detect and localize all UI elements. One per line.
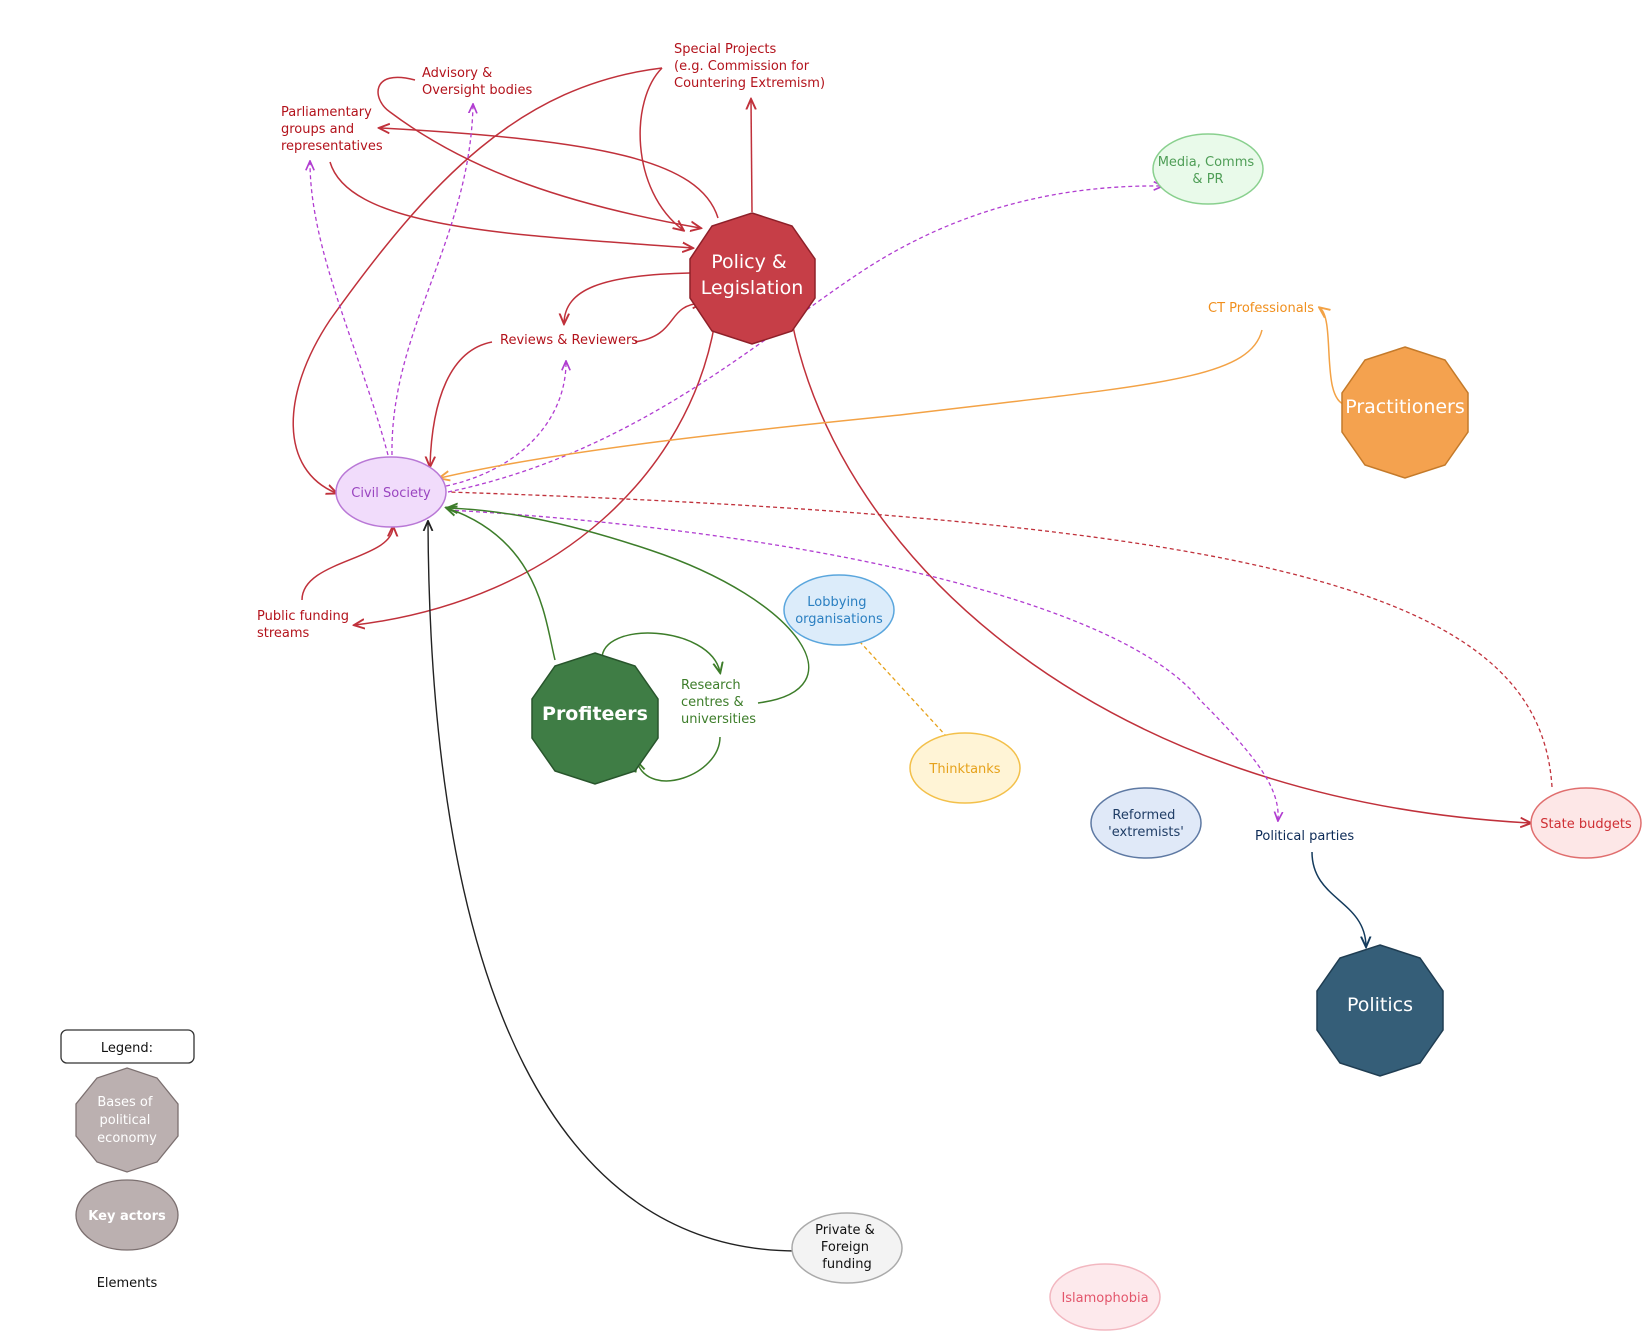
legend-actors-label: Key actors	[88, 1209, 166, 1224]
special-projects-label[interactable]: Special Projects (e.g. Commission for Co…	[674, 42, 825, 91]
edge-public-funding-to-civil-society	[301, 527, 393, 601]
edge-civil-society-to-media	[447, 186, 1162, 493]
edge-special-projects-to-policy	[639, 67, 683, 230]
edge-research-to-profiteers	[637, 736, 721, 782]
edge-research-to-civil-society	[448, 508, 810, 704]
thinktanks-ellipse	[909, 732, 1021, 804]
edge-reviews-to-policy	[634, 303, 702, 343]
practitioners-octagon	[1341, 346, 1469, 479]
media-ellipse	[1152, 133, 1264, 205]
policy-octagon	[689, 212, 816, 345]
private-funding-node[interactable]: Private & Foreign funding	[791, 1212, 903, 1284]
policy-label: Policy & Legislation	[701, 251, 804, 299]
legend-title-box	[60, 1029, 195, 1064]
lobbying-ellipse	[783, 574, 895, 646]
lobbying-label: Lobbying organisations	[795, 595, 883, 627]
edge-profiteers-to-civil-society	[447, 508, 556, 661]
political-parties-label[interactable]: Political parties	[1255, 829, 1354, 844]
practitioners-hub[interactable]: Practitioners	[1341, 346, 1469, 479]
state-budgets-ellipse	[1530, 787, 1642, 859]
reviews-label[interactable]: Reviews & Reviewers	[500, 333, 638, 348]
research-centres-label[interactable]: Research centres & universities	[681, 678, 756, 727]
lobbying-node[interactable]: Lobbying organisations	[783, 574, 895, 646]
politics-octagon	[1316, 944, 1444, 1077]
edges	[292, 67, 1553, 1252]
legend: Legend: Bases of political economy Key a…	[60, 1029, 195, 1291]
edge-parliamentary-to-policy	[329, 161, 692, 248]
state-budgets-node[interactable]: State budgets	[1530, 787, 1642, 859]
edge-profiteers-to-research	[601, 632, 720, 672]
edge-policy-to-special-projects	[751, 100, 752, 213]
thinktanks-label: Thinktanks	[928, 762, 1000, 777]
legend-footer: Elements	[97, 1276, 158, 1291]
edge-civil-society-to-parliamentary	[310, 162, 389, 456]
islamophobia-ellipse	[1049, 1263, 1161, 1331]
edge-reviews-to-civil-society	[430, 341, 493, 466]
profiteers-label: Profiteers	[542, 703, 648, 725]
media-label: Media, Comms & PR	[1158, 155, 1259, 187]
legend-bases-label: Bases of political economy	[97, 1095, 157, 1146]
edge-advisory-loop-to-policy	[377, 76, 700, 228]
edge-policy-to-state-budgets	[791, 321, 1530, 823]
legend-bases-octagon	[75, 1067, 179, 1173]
reformed-ellipse	[1090, 787, 1202, 859]
civil-society-ellipse	[335, 456, 447, 528]
advisory-label[interactable]: Advisory & Oversight bodies	[422, 66, 532, 98]
policy-hub[interactable]: Policy & Legislation	[689, 212, 816, 345]
profiteers-hub[interactable]: Profiteers	[531, 652, 659, 785]
islamophobia-node[interactable]: Islamophobia	[1049, 1263, 1161, 1331]
private-funding-label: Private & Foreign funding	[815, 1223, 879, 1272]
profiteers-octagon	[531, 652, 659, 785]
edge-practitioners-to-ct-professionals	[1320, 308, 1347, 406]
edge-civil-society-to-advisory	[391, 105, 473, 456]
politics-label: Politics	[1347, 994, 1413, 1016]
edge-state-budgets-to-civil-society	[447, 491, 1553, 788]
practitioners-label: Practitioners	[1345, 396, 1465, 418]
parliamentary-label[interactable]: Parliamentary groups and representatives	[281, 105, 383, 154]
edge-special-projects-to-civil-society	[292, 67, 663, 493]
edge-political-parties-to-politics	[1311, 851, 1366, 946]
legend-actors-ellipse	[75, 1179, 179, 1251]
civil-society-label: Civil Society	[351, 486, 431, 501]
politics-hub[interactable]: Politics	[1316, 944, 1444, 1077]
state-budgets-label: State budgets	[1540, 817, 1632, 832]
edge-private-funding-to-civil-society	[428, 522, 797, 1252]
ct-professionals-label[interactable]: CT Professionals	[1208, 301, 1314, 316]
legend-title: Legend:	[101, 1041, 153, 1056]
reformed-label: Reformed 'extremists'	[1108, 808, 1184, 840]
thinktanks-node[interactable]: Thinktanks	[909, 732, 1021, 804]
edge-policy-to-parliamentary	[380, 128, 719, 219]
public-funding-label[interactable]: Public funding streams	[257, 609, 353, 641]
media-node[interactable]: Media, Comms & PR	[1152, 133, 1264, 205]
edge-policy-to-reviews	[564, 272, 691, 323]
reformed-extremists-node[interactable]: Reformed 'extremists'	[1090, 787, 1202, 859]
civil-society-node[interactable]: Civil Society	[335, 456, 447, 528]
edge-lobbying-thinktanks	[850, 631, 958, 749]
edge-policy-to-public-funding	[355, 321, 716, 625]
private-funding-ellipse	[791, 1212, 903, 1284]
edge-ct-professionals-to-civil-society	[440, 329, 1263, 478]
islamophobia-label: Islamophobia	[1061, 1291, 1148, 1306]
edge-civil-society-to-reviews	[445, 362, 566, 487]
